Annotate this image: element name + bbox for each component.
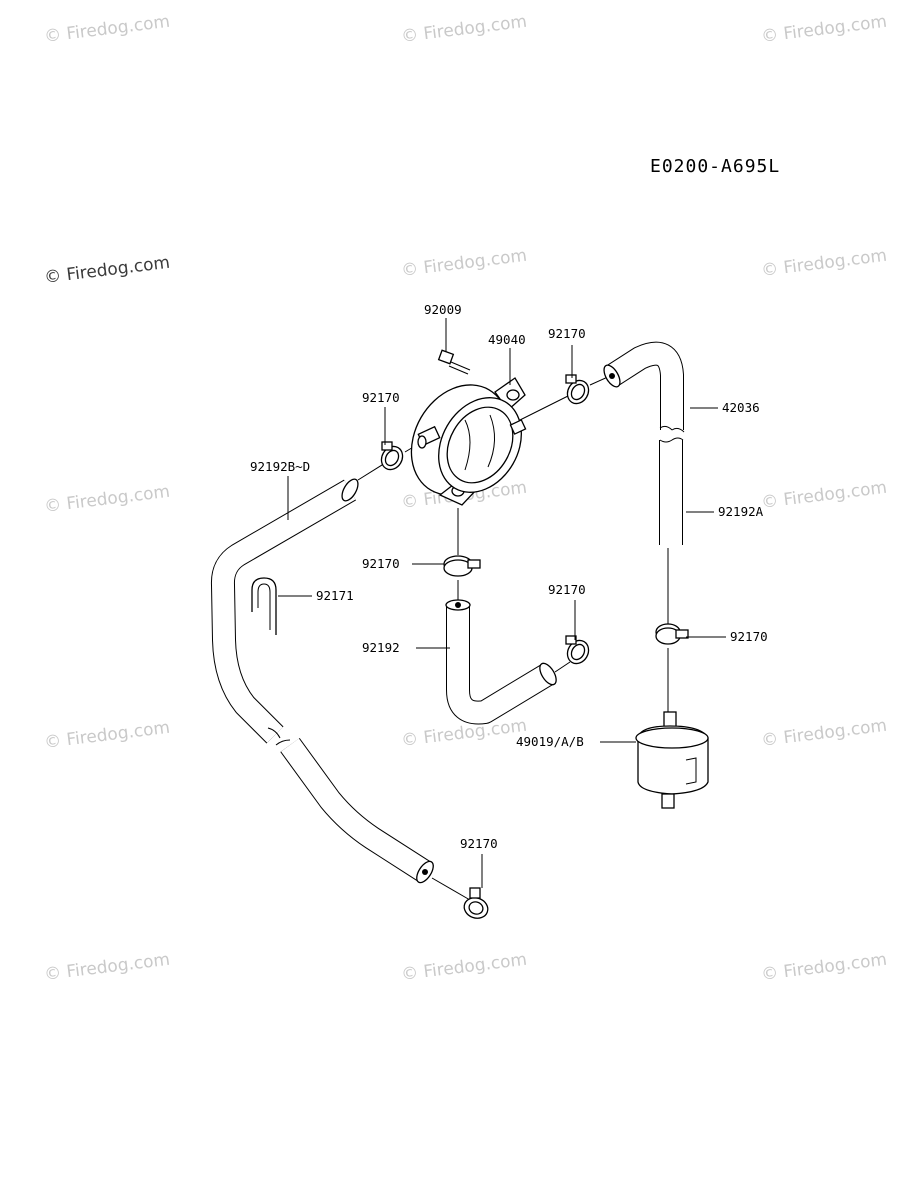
watermark: © Firedog.com — [400, 12, 528, 47]
clamp-mid — [565, 635, 590, 665]
watermark: © Firedog.com — [760, 716, 888, 751]
label-hose-top-right: 42036 — [722, 400, 760, 415]
leader-lines — [278, 318, 726, 888]
watermark: © Firedog.com — [760, 950, 888, 985]
watermark: © Firedog.com — [760, 478, 888, 513]
watermark: © Firedog.com — [43, 253, 171, 288]
fuel-pump — [410, 349, 527, 506]
diagram-code: E0200-A695L — [650, 156, 780, 177]
clamp-bottom — [463, 887, 489, 919]
label-hose-long-left: 92192B~D — [250, 459, 310, 474]
label-clamp-pump-inlet: 92170 — [362, 390, 400, 405]
hose-long-left — [210, 478, 434, 884]
hose-u — [445, 599, 557, 725]
clamp-filter-top — [655, 623, 689, 645]
label-fuel-filter: 49019/A/B — [516, 734, 584, 749]
watermark: © Firedog.com — [400, 246, 528, 281]
label-hose-u: 92192 — [362, 640, 400, 655]
hose-top-right — [603, 341, 685, 433]
watermark: © Firedog.com — [43, 718, 171, 753]
watermark: © Firedog.com — [760, 246, 888, 281]
part-labels: 92009 49040 92170 92170 42036 92192B~D 9… — [250, 302, 768, 851]
label-clamp-pump-outlet: 92170 — [548, 326, 586, 341]
clamp-pump-bottom — [443, 555, 481, 577]
label-clamp-pump-bottom: 92170 — [362, 556, 400, 571]
label-hose-straight-right: 92192A — [718, 504, 764, 519]
fuel-filter — [635, 711, 709, 809]
watermark: © Firedog.com — [43, 950, 171, 985]
hose-straight-right — [659, 437, 684, 545]
label-clamp-bottom: 92170 — [460, 836, 498, 851]
watermark: © Firedog.com — [760, 12, 888, 47]
watermark: © Firedog.com — [43, 482, 171, 517]
label-fuel-pump: 49040 — [488, 332, 526, 347]
watermark: © Firedog.com — [43, 12, 171, 47]
label-bolt: 92009 — [424, 302, 462, 317]
clamp-pump-inlet — [380, 441, 404, 471]
clip-part — [251, 577, 277, 635]
clamp-pump-outlet — [565, 374, 590, 405]
label-clamp-mid: 92170 — [548, 582, 586, 597]
label-clamp-filter-top: 92170 — [730, 629, 768, 644]
watermark: © Firedog.com — [400, 950, 528, 985]
label-clip: 92171 — [316, 588, 354, 603]
